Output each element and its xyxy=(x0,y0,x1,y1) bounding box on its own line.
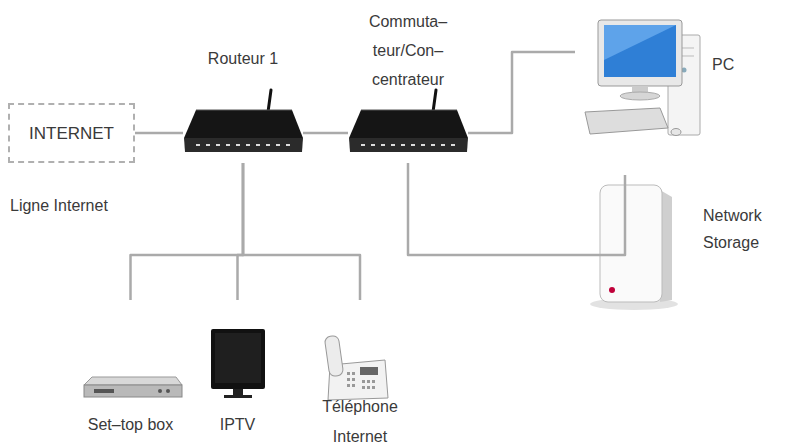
pc-screen-glare xyxy=(604,25,676,60)
pc-illustration xyxy=(585,20,700,136)
pc-monitor xyxy=(598,20,682,86)
phone-display xyxy=(360,367,378,375)
device-node: IPTV xyxy=(205,300,270,440)
router-edge xyxy=(196,110,292,111)
storage-illustration xyxy=(590,185,678,310)
device-label: Téléphone Internet xyxy=(310,392,410,445)
pc-base xyxy=(620,92,660,100)
switch-edge xyxy=(361,110,457,111)
settop-display xyxy=(94,389,114,393)
device-node: INTERNETLigne Internet xyxy=(8,103,135,163)
settop-illustration xyxy=(84,377,182,397)
router-illustration xyxy=(184,90,303,152)
device-label: Set–top box xyxy=(70,414,191,436)
settop-button xyxy=(158,389,162,393)
settop-button xyxy=(166,389,170,393)
network-cable xyxy=(131,163,244,300)
switch-leds xyxy=(361,144,455,146)
device-label: Routeur 1 xyxy=(183,48,303,70)
phone-handset xyxy=(324,335,343,377)
device-label: Commuta– teur/Con– centrateur xyxy=(358,7,458,94)
phone-illustration xyxy=(324,335,388,400)
device-node: PC xyxy=(575,15,700,140)
network-cable xyxy=(135,132,183,135)
network-cable xyxy=(303,132,348,135)
tv-illustration xyxy=(211,329,265,398)
router-front xyxy=(184,138,303,152)
device-node: Routeur 1 xyxy=(183,103,303,163)
router-leds xyxy=(196,144,290,146)
device-node: Set–top box xyxy=(78,300,183,440)
device-node: Commuta– teur/Con– centrateur xyxy=(348,103,468,163)
switch-illustration xyxy=(349,90,468,152)
line-label: Ligne Internet xyxy=(10,195,160,217)
router-antenna xyxy=(268,90,271,112)
storage-body xyxy=(600,185,662,302)
network-cable xyxy=(468,52,575,133)
pc-screen xyxy=(604,25,676,77)
switch-top xyxy=(349,110,468,138)
pc-keyboard xyxy=(585,108,668,134)
pc-mouse xyxy=(671,129,681,136)
switch-antenna xyxy=(433,90,436,112)
network-cable xyxy=(408,163,625,255)
network-cable xyxy=(238,163,244,300)
settop-front xyxy=(84,385,182,397)
tv-frame xyxy=(211,329,265,389)
storage-logo xyxy=(609,287,615,293)
device-node: Téléphone Internet xyxy=(315,300,405,445)
device-node: Network Storage xyxy=(575,175,675,310)
tv-stand xyxy=(233,389,243,395)
device-label: IPTV xyxy=(195,414,280,436)
network-cable xyxy=(243,163,360,300)
phone-keypad xyxy=(347,372,375,389)
device-label: INTERNET xyxy=(10,122,133,146)
switch-front xyxy=(349,138,468,152)
router-top xyxy=(184,110,303,138)
device-label: PC xyxy=(712,54,752,76)
device-label: Network Storage xyxy=(703,202,787,256)
tv-base xyxy=(224,395,252,398)
tv-screen xyxy=(215,333,261,383)
settop-top xyxy=(84,377,182,385)
